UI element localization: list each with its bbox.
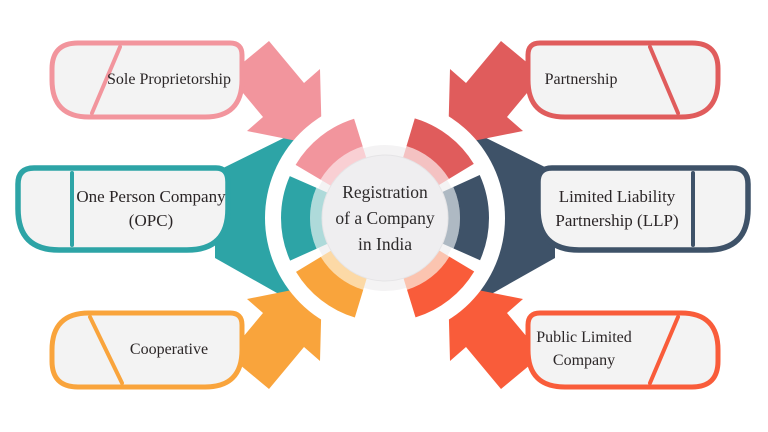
center-circle xyxy=(321,154,449,282)
partnership-arrow xyxy=(448,41,542,146)
public-limited-arrow xyxy=(448,284,542,389)
opc-label: One Person Company (OPC) xyxy=(76,186,226,230)
opc-tint-arc xyxy=(310,143,460,293)
opc-arc-segment xyxy=(281,114,489,322)
opc-connector-wedge xyxy=(215,130,300,306)
public-limited-divider-line xyxy=(648,315,680,385)
sole-proprietorship-label: Sole Proprietorship xyxy=(107,70,231,88)
public-limited-label: Public Limited Company xyxy=(536,329,632,369)
partnership-label: Partnership xyxy=(544,70,618,88)
llp-banner xyxy=(535,165,751,253)
cooperative-label: Cooperative xyxy=(129,340,209,358)
cooperative-divider-line xyxy=(88,315,124,385)
center-title: Registration of a Company in India xyxy=(318,158,452,278)
partnership-divider-line xyxy=(648,45,680,115)
connector-layer xyxy=(215,41,555,389)
cooperative-banner xyxy=(49,310,245,390)
center-title-line-1: Registration xyxy=(342,181,428,202)
center-title-line-2: of a Company xyxy=(335,207,435,228)
center-title-line-3: in India xyxy=(358,234,412,255)
llp-tint-arc xyxy=(310,143,460,293)
llp-connector-wedge xyxy=(470,130,555,306)
llp-label: Limited Liability Partnership (LLP) xyxy=(555,186,679,230)
sole-proprietorship-arrow xyxy=(228,41,322,146)
cooperative-arrow xyxy=(228,284,322,389)
llp-arc-segment xyxy=(281,114,489,322)
sole-proprietorship-divider-line xyxy=(90,45,122,115)
